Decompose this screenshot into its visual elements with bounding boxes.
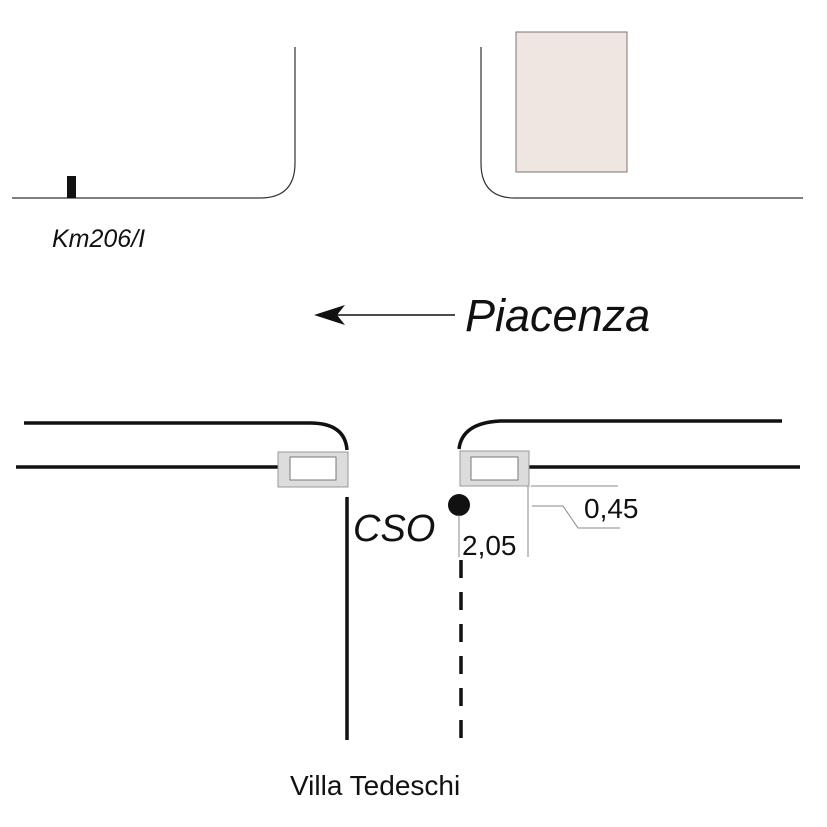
bottom-right-outer-edge bbox=[457, 419, 782, 450]
km-marker-post bbox=[67, 176, 76, 198]
bottom-left-outer-edge bbox=[24, 421, 349, 451]
top-right-road-edge bbox=[480, 47, 803, 199]
dimension-offset-label: 0,45 bbox=[584, 493, 639, 524]
right-curb-box bbox=[459, 450, 530, 487]
dimension-distance-label: 2,05 bbox=[462, 530, 517, 561]
direction-arrow-icon bbox=[314, 305, 455, 325]
cso-point bbox=[448, 494, 470, 516]
side-road-label: Villa Tedeschi bbox=[290, 770, 460, 801]
km-marker-label: Km206/I bbox=[52, 225, 145, 253]
cso-label: CSO bbox=[353, 508, 435, 550]
top-left-road-edge bbox=[12, 47, 296, 199]
dimension-lines bbox=[458, 485, 620, 557]
building bbox=[515, 31, 628, 173]
direction-label: Piacenza bbox=[465, 290, 650, 341]
left-curb-box bbox=[277, 451, 349, 488]
